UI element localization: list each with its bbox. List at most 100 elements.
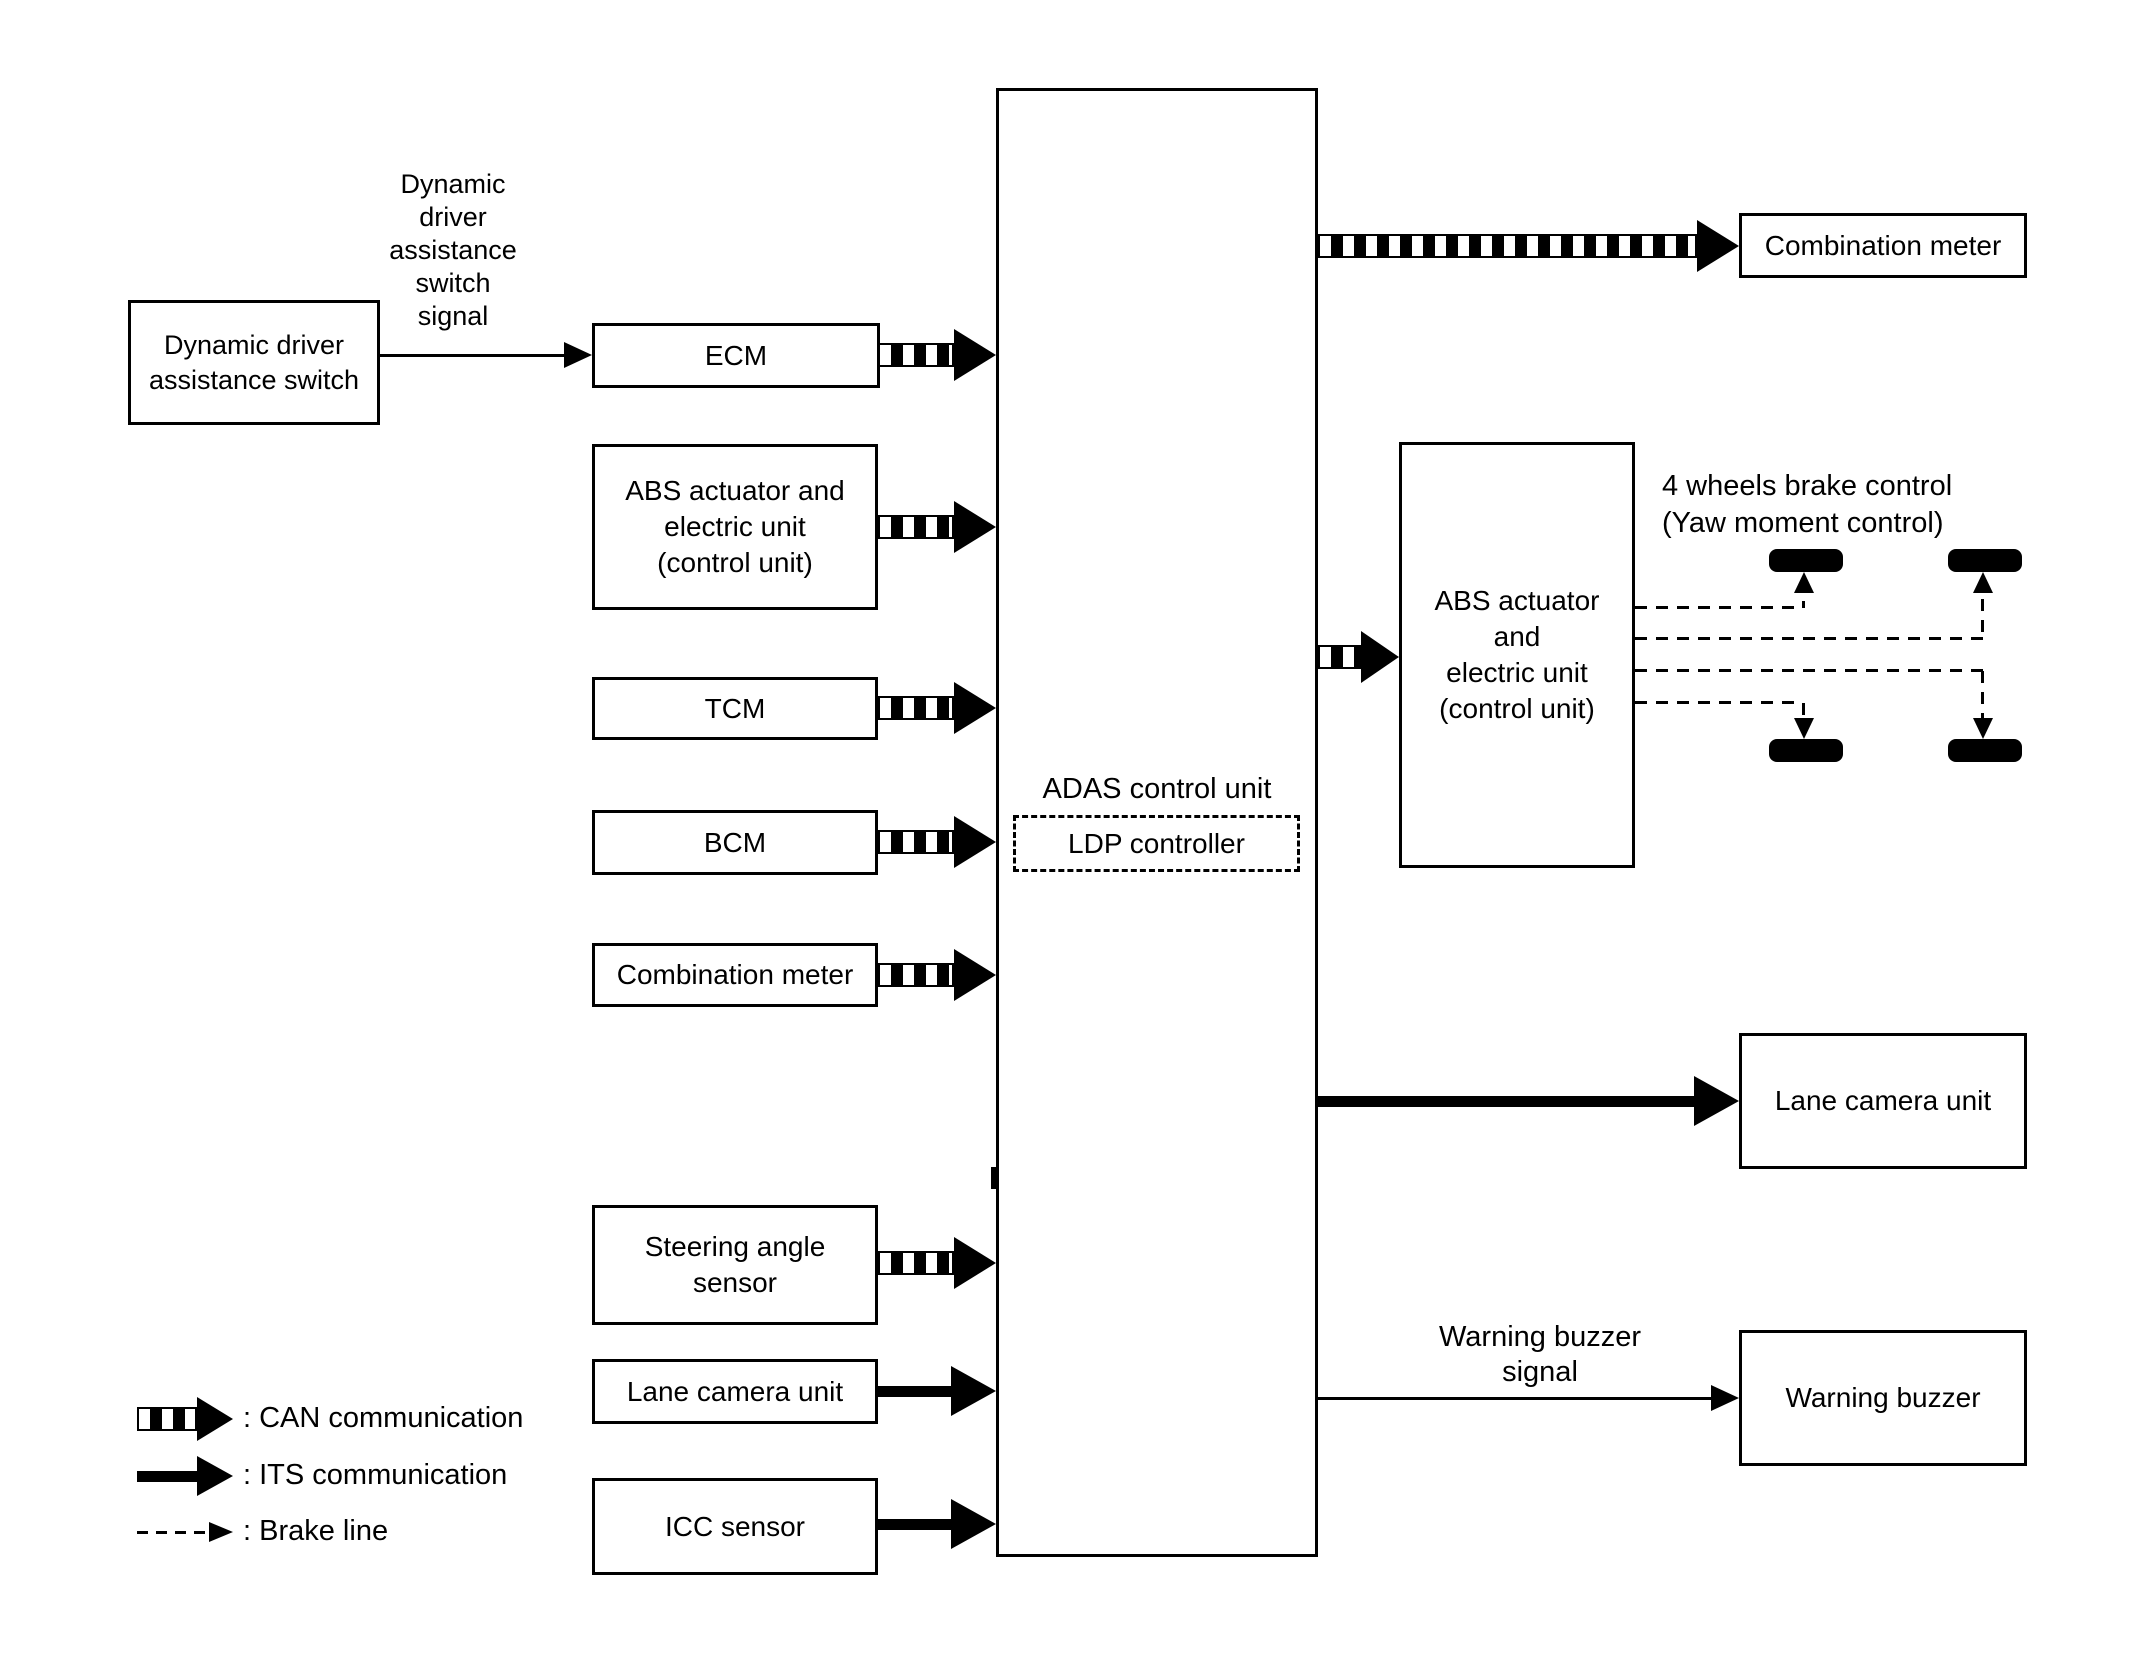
arrow-shaft [878,696,954,720]
arrowhead-right-icon [564,342,592,368]
node-combination-meter-right: Combination meter [1739,213,2027,278]
node-ldp-controller: LDP controller [1013,815,1300,872]
arrowhead-right-icon [1697,220,1739,272]
node-label: Combination meter [616,959,854,991]
legend-brake-arrow-icon [137,1521,233,1543]
its-arrow-icc-sensor-to-adas [878,1499,996,1549]
node-combination-meter-left: Combination meter [592,943,878,1007]
arrow-shaft [137,1407,197,1431]
arrow-shaft [1318,1396,1711,1400]
node-steering-angle-sensor: Steering angle sensor [592,1205,878,1325]
wheel-rear-left-icon [1769,739,1843,762]
can-arrow-bcm-to-adas [878,816,996,868]
arrow-shaft [878,1251,954,1275]
node-abs-actuator-right: ABS actuator and electric unit (control … [1399,442,1635,868]
node-lane-camera-unit-left: Lane camera unit [592,1359,878,1424]
brake-line-front-left-v [1802,580,1805,608]
node-label: Steering angle sensor [644,1231,826,1298]
legend-its-label: : ITS communication [243,1459,508,1491]
arrow-shaft [878,830,954,854]
node-label: Dynamic driver assistance switch [148,329,360,395]
node-dynamic-driver-assistance-switch: Dynamic driver assistance switch [128,300,380,425]
arrow-shaft [878,515,954,539]
can-arrow-steering-sensor-to-adas [878,1237,996,1289]
brake-line-front-left-h [1635,606,1803,609]
arrow-shaft [137,1470,197,1482]
wheel-front-left-icon [1769,549,1843,572]
arrow-shaft [1318,1095,1694,1107]
arrowhead-right-icon [954,816,996,868]
brake-line-rear-right-h [1635,669,1984,672]
arrowhead-right-icon [954,1237,996,1289]
arrowhead-right-icon [954,329,996,381]
node-lane-camera-unit-right: Lane camera unit [1739,1033,2027,1169]
brake-line-front-right-v [1981,578,1984,639]
node-label: Warning buzzer [1785,1382,1981,1414]
node-label: ICC sensor [664,1510,806,1542]
arrowhead-down-icon [1973,718,1993,739]
node-tcm: TCM [592,677,878,740]
node-ecm: ECM [592,323,880,388]
arrowhead-right-icon [954,501,996,553]
arrowhead-right-icon [1694,1076,1739,1126]
node-label: BCM [703,826,767,858]
arrow-shaft [878,1518,951,1530]
arrowhead-down-icon [1794,718,1814,739]
arrow-shaft [878,963,954,987]
can-arrow-tcm-to-adas [878,682,996,734]
its-arrow-lane-camera-to-adas [878,1366,996,1416]
arrowhead-up-icon [1794,572,1814,593]
brake-line-rear-right-v [1981,671,1984,718]
legend-can-arrow-icon [137,1397,233,1441]
node-warning-buzzer: Warning buzzer [1739,1330,2027,1466]
brake-line-rear-left-h [1635,701,1803,704]
arrowhead-right-icon [209,1522,233,1542]
arrow-shaft [878,1385,951,1397]
arrowhead-right-icon [951,1499,996,1549]
node-label: Lane camera unit [1774,1085,1992,1117]
arrowhead-right-icon [1361,631,1399,683]
arrow-shaft [1318,645,1361,669]
node-icc-sensor: ICC sensor [592,1478,878,1575]
arrowhead-right-icon [1711,1385,1739,1411]
arrowhead-right-icon [954,682,996,734]
arrowhead-up-icon [1973,572,1993,593]
wheel-front-right-icon [1948,549,2022,572]
adas-control-unit-title: ADAS control unit [1042,773,1272,805]
legend-can-label: : CAN communication [243,1402,524,1434]
legend-its-arrow-icon [137,1456,233,1496]
node-bcm: BCM [592,810,878,875]
node-label: ECM [704,339,768,371]
arrow-shaft [878,343,954,367]
node-label: ABS actuator and electric unit (control … [1434,585,1600,724]
arrow-switch-to-ecm [380,342,592,368]
arrowhead-right-icon [197,1397,233,1441]
node-label: ABS actuator and electric unit (control … [625,475,845,578]
node-label: Combination meter [1764,229,2002,261]
wheel-rear-right-icon [1948,739,2022,762]
node-label: TCM [704,692,766,724]
node-label: LDP controller [1068,827,1245,859]
can-arrow-combination-meter-to-adas [878,949,996,1001]
brake-line-front-right-h [1635,637,1983,640]
arrow-shaft [1318,234,1697,258]
can-arrow-adas-to-abs-right [1318,631,1399,683]
warning-buzzer-signal-label: Warning buzzer signal [1438,1321,1641,1389]
brake-line-rear-left-v [1802,703,1805,718]
arrow-adas-to-warning-buzzer [1318,1385,1739,1411]
arrowhead-right-icon [197,1456,233,1496]
four-wheels-brake-control-label: 4 wheels brake control (Yaw moment contr… [1662,470,1953,539]
connector-stub [991,1167,997,1189]
arrowhead-right-icon [951,1366,996,1416]
arrow-shaft [380,353,564,357]
node-abs-actuator-left: ABS actuator and electric unit (control … [592,444,878,610]
arrow-shaft [137,1530,209,1534]
can-arrow-adas-to-combination-meter [1318,220,1739,272]
arrowhead-right-icon [954,949,996,1001]
its-arrow-adas-to-lane-camera [1318,1076,1739,1126]
node-label: Lane camera unit [626,1375,844,1407]
legend-brake-label: : Brake line [243,1515,389,1547]
switch-signal-label: Dynamic driver assistance switch signal [389,169,517,331]
can-arrow-ecm-to-adas [878,329,996,381]
